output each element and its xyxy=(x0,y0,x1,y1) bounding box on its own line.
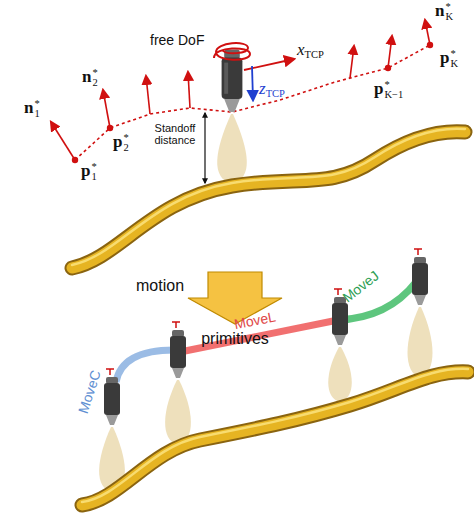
spray-cone xyxy=(217,114,247,184)
spray-gun xyxy=(104,249,428,425)
point-label: p*1 xyxy=(81,162,97,182)
normal-arrow xyxy=(51,122,75,160)
workpiece xyxy=(72,132,465,268)
dimension-label: Standoff distance xyxy=(148,122,202,146)
transition-label: motion xyxy=(136,277,184,295)
vector-label: n*1 xyxy=(24,99,40,119)
primitive-label: MoveJ xyxy=(340,268,382,306)
workpiece-highlight xyxy=(72,129,465,265)
primitive-label: MoveC xyxy=(76,369,104,416)
point-label: p*2 xyxy=(113,133,129,153)
primitive-label: MoveL xyxy=(233,309,277,332)
normal-arrow xyxy=(188,72,190,108)
standoff-arrow xyxy=(204,113,205,183)
workpiece-outline xyxy=(72,132,465,268)
point-label: p*K−1 xyxy=(374,80,403,100)
z-axis-arrow xyxy=(252,66,253,100)
axis-label: zTCP xyxy=(259,80,285,100)
normal-arrow xyxy=(425,20,430,45)
vector-label: n*K xyxy=(435,2,453,22)
dof-label: free DoF xyxy=(150,33,204,48)
workpiece xyxy=(82,372,468,505)
normal-arrow xyxy=(146,76,150,114)
normal-arrow xyxy=(388,36,392,68)
transition-label: primitives xyxy=(201,330,269,348)
workpiece-highlight xyxy=(82,369,468,502)
vector-label: n*2 xyxy=(82,68,98,88)
normal-arrow xyxy=(103,90,110,128)
path-points xyxy=(72,42,433,163)
point-label: p*K xyxy=(440,49,458,69)
normal-arrow xyxy=(350,46,354,78)
movec-path xyxy=(116,350,174,382)
axis-label: xTCP xyxy=(297,41,324,61)
rotation-symbol xyxy=(214,43,250,60)
tool-path xyxy=(75,45,430,160)
workpiece-outline xyxy=(82,372,468,505)
